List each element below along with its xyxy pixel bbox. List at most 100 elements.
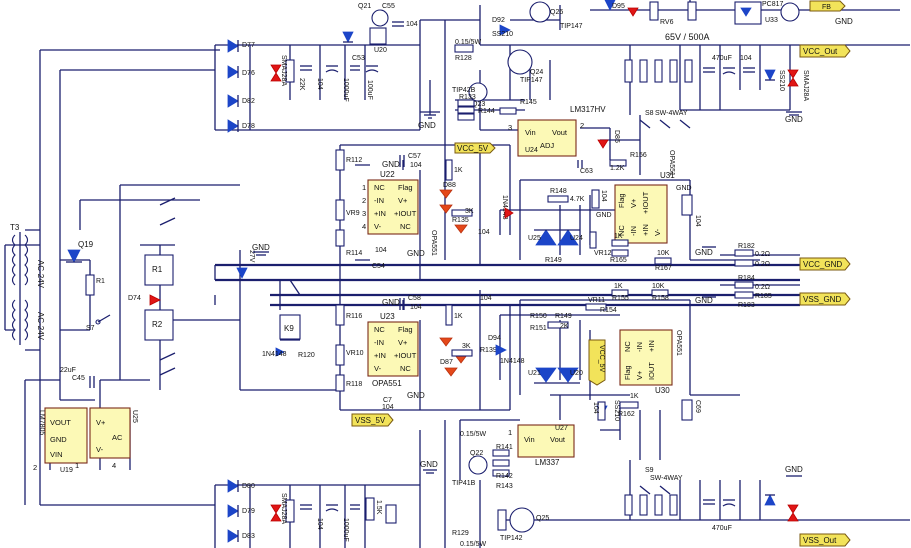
top-right-feedback: D95 RV6 65V / 500A PC817 U33 FB GND — [604, 0, 853, 42]
k-1k-c: 1K — [454, 313, 463, 320]
u30-nc: NC — [623, 341, 632, 352]
d-27v: 27V — [248, 250, 255, 263]
q25-label: Q25 — [536, 515, 549, 522]
sw4way-bot: SW-4WAY — [650, 475, 683, 482]
vr9: VR9 — [346, 210, 360, 217]
q21-label: Q21 — [358, 3, 371, 10]
u31-vplus: V+ — [629, 198, 638, 208]
c-rot-2: 104 — [480, 295, 492, 302]
r151: R151 — [530, 325, 547, 332]
d74-label: D74 — [128, 295, 141, 302]
c-rot-3: 104 — [600, 190, 607, 202]
ss210-top: SS210 — [492, 31, 513, 38]
u30-flag: Flag — [623, 365, 632, 380]
c-rot-1: 104 — [478, 229, 490, 236]
transformer-t3: T3 AC-24V AC-24V — [10, 223, 45, 345]
gnd-i: GND — [695, 296, 713, 305]
d-1n4148-up: 1N4148 — [501, 195, 508, 220]
u30-part: OPA551 — [675, 330, 682, 356]
u19-gnd: GND — [50, 435, 67, 444]
u24-vout: Vout — [552, 128, 568, 137]
r1-label: R1 — [96, 278, 105, 285]
ic-u31: NC -IN +IN V- Flag V+ +IOUT U31 OPA551 — [614, 150, 675, 244]
u24-ref: U24 — [525, 147, 538, 154]
q23-label: Q23 — [472, 101, 485, 108]
gnd-a: GND — [418, 121, 436, 130]
u27-ref: U27 — [555, 425, 568, 432]
u28-l: U21 — [528, 370, 541, 377]
in4148-c: 1N4148 — [500, 358, 525, 365]
gnd-e: GND — [382, 298, 400, 307]
u31-flag: Flag — [617, 193, 626, 208]
cap-104-top: 104 — [406, 21, 418, 28]
gnd-b: GND — [252, 243, 270, 252]
u22-vplus: V+ — [398, 196, 408, 205]
c58v: 104 — [410, 304, 422, 311]
u19-part: LM7805 — [38, 410, 45, 435]
r135: R135 — [452, 217, 469, 224]
k-47-a: 4.7K — [570, 196, 585, 203]
smaj-out: SMAJ28A — [802, 70, 809, 101]
u30-minus: -IN — [635, 342, 644, 352]
r112: R112 — [346, 157, 362, 164]
sw4way-top: SW-4WAY — [655, 110, 688, 117]
c54v: 104 — [375, 247, 387, 254]
r154: R154 — [600, 307, 617, 314]
gnd-out-top: GND — [785, 115, 803, 124]
r158: R158 — [652, 295, 669, 302]
u33-label: U33 — [765, 17, 778, 24]
k-2k: 2K — [560, 323, 569, 330]
ic-u23: NC Flag -IN V+ +IN +IOUT V- NC U23 OPA55… — [367, 312, 419, 388]
u22-nc3: NC — [400, 222, 411, 231]
ic-u30: Flag V+ IOUT NC -IN +IN U30 OPA551 — [619, 329, 682, 395]
r114: R114 — [346, 250, 362, 257]
c53-label: C53 — [352, 55, 365, 62]
ss210-out: SS210 — [778, 70, 785, 91]
t3-label: T3 — [10, 223, 20, 232]
ss210-bot: SS210 — [613, 400, 620, 421]
q24-label: Q24 — [530, 69, 543, 76]
vcc-5v-label: VCC_5V — [457, 144, 489, 153]
vcc-65-label: 65V / 500A — [665, 32, 710, 42]
u19-pin1: 1 — [75, 461, 79, 470]
r183: R183 — [738, 302, 755, 309]
u19-vout: VOUT — [50, 418, 71, 427]
u23-nc: NC — [374, 325, 385, 334]
d79-label: D79 — [242, 508, 255, 515]
u30-iout: IOUT — [647, 362, 656, 380]
c45-label: C45 — [72, 375, 85, 382]
q22-label: Q22 — [470, 450, 483, 457]
gnd-f: GND — [407, 249, 425, 258]
r02a: 0.2Ω — [755, 251, 770, 258]
u30-ref: U30 — [655, 386, 670, 395]
right-upper-fb: U25 U24 R148 4.7K VR12 1K R165 R167 10K … — [528, 152, 701, 272]
tip147-area: D92 SS210 Q26 TIP147 TIP147 Q24 0.15/5W … — [452, 1, 583, 121]
c57v: 104 — [410, 162, 422, 169]
r148: R148 — [550, 188, 567, 195]
wiring — [4, 0, 910, 548]
d83-label: D83 — [242, 533, 255, 540]
u23-vplus: V+ — [398, 338, 408, 347]
u22-p4: 4 — [362, 222, 366, 231]
u24-pin3: 3 — [508, 123, 512, 132]
bottom-transistors: Q22 TIP41B TIP142 Q25 0.15/5W 0.15/5W R1… — [452, 431, 549, 548]
k-10k-a: 10K — [657, 250, 670, 257]
rectifier-bottom: D80 D79 D83 — [227, 479, 255, 543]
u30-plus: +IN — [647, 340, 656, 352]
k-1k-d: 1K — [454, 167, 463, 174]
k-10k-b: 10K — [652, 283, 665, 290]
q19-label: Q19 — [78, 240, 94, 249]
u24-adj: ADJ — [540, 141, 554, 150]
gnd-symbols: GND GND GND GND GND GND GND GND GND — [252, 111, 802, 477]
u19-pin2: 2 — [33, 463, 37, 472]
vcc-gnd-label: VCC_GND — [803, 260, 842, 269]
ac24-label-b: AC-24V — [36, 312, 45, 341]
s8-label: S8 — [645, 110, 654, 117]
r116: R116 — [346, 313, 362, 320]
d88: D88 — [443, 182, 456, 189]
r133-label: R133 — [459, 94, 476, 101]
tip41b-label: TIP41B — [452, 480, 476, 487]
d94: D94 — [488, 335, 501, 342]
u20-label: U20 — [374, 47, 387, 54]
r02b: 0.2Ω — [755, 261, 770, 268]
